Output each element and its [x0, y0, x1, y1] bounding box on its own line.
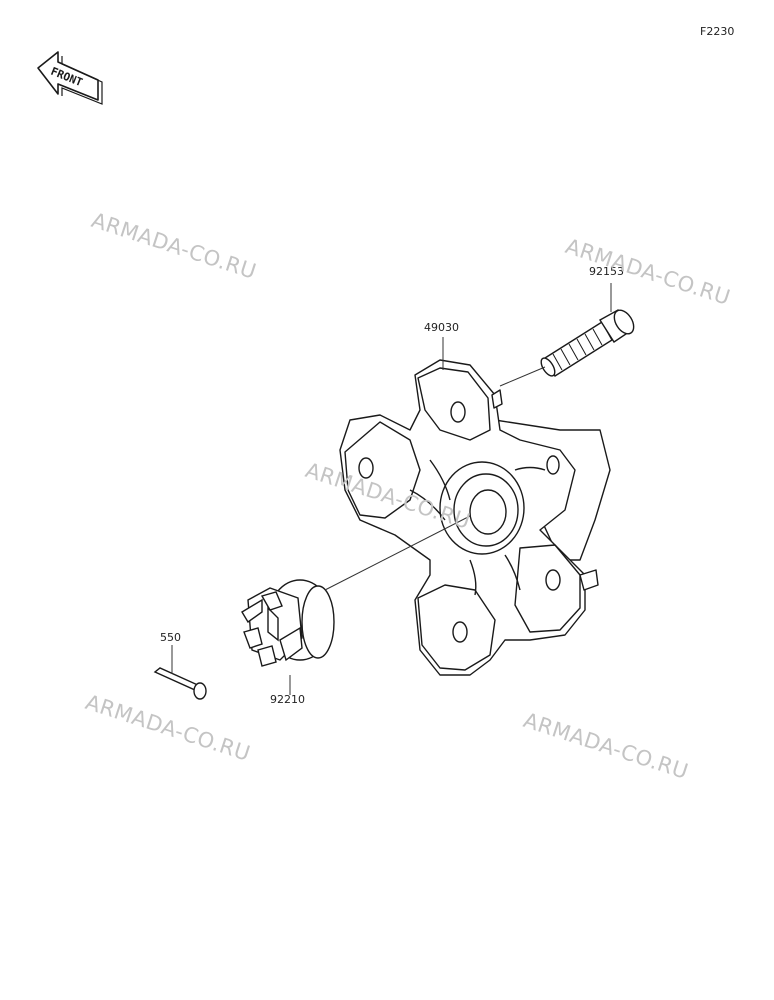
figure-code-label: F2230	[700, 25, 735, 38]
part-number-49030: 49030	[424, 321, 459, 334]
cotter-pin-part-drawing	[153, 667, 207, 700]
stud-bolt-part-drawing	[540, 309, 635, 377]
part-number-92210: 92210	[270, 693, 305, 706]
part-number-92153: 92153	[589, 265, 624, 278]
part-number-550: 550	[160, 631, 181, 644]
leader-lines	[171, 283, 612, 695]
castle-nut-part-drawing	[241, 579, 335, 667]
front-arrow-icon: FRONT	[37, 51, 103, 105]
hub-part-drawing	[339, 359, 611, 676]
